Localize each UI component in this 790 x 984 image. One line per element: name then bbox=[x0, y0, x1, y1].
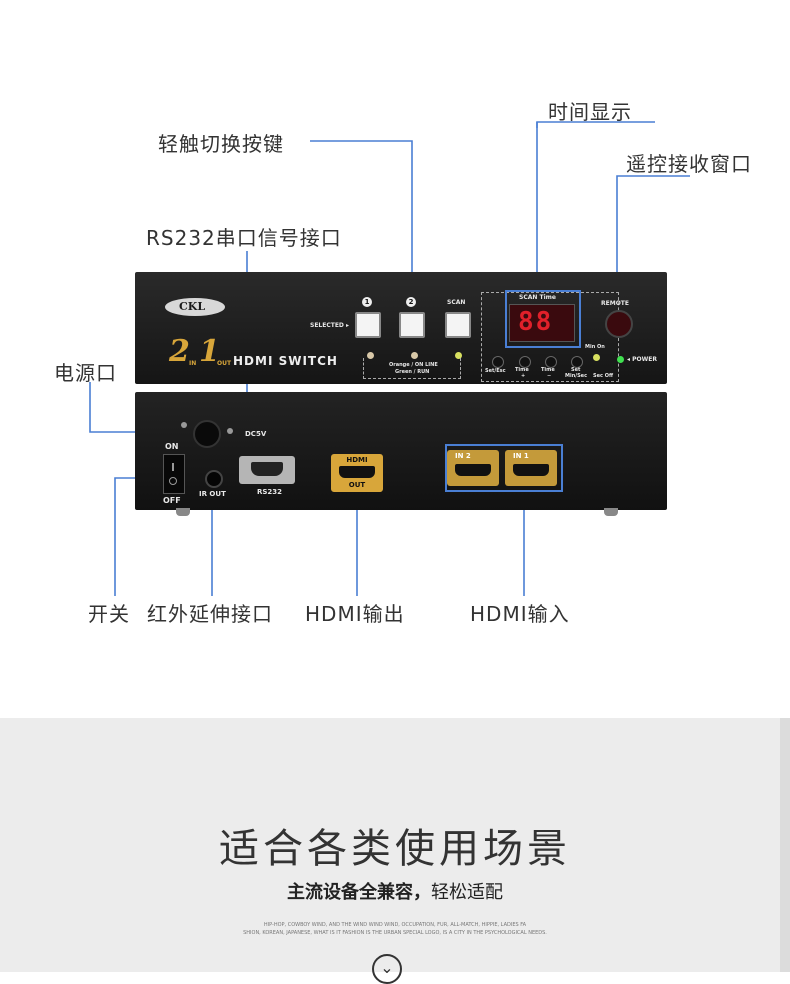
model-number-2: 2 bbox=[169, 334, 190, 369]
input-2-button[interactable] bbox=[399, 312, 425, 338]
callout-line-remote bbox=[616, 175, 690, 292]
set-esc-button[interactable] bbox=[492, 356, 504, 368]
switch-off-mark bbox=[169, 477, 177, 485]
promo-small-line-1: HIP-HOP, COWBOY WIND, AND THE WIND WIND … bbox=[263, 922, 527, 928]
hdmi-in-2-label: IN 2 bbox=[455, 452, 471, 460]
hdmi-out-connector bbox=[339, 466, 375, 478]
hdmi-in-2-connector bbox=[455, 464, 491, 476]
hdmi-out-title: HDMI bbox=[346, 456, 368, 464]
rs232-connector bbox=[251, 462, 283, 476]
time-digits: 88 bbox=[518, 307, 554, 337]
label-switch: 开关 bbox=[88, 602, 130, 626]
min-sec-label: Min/Sec bbox=[565, 373, 588, 379]
scan-label: SCAN bbox=[447, 299, 466, 306]
ir-out-label: IR OUT bbox=[199, 490, 226, 498]
button-1-number: 1 bbox=[362, 297, 372, 307]
set-label: Set bbox=[571, 367, 581, 373]
screw bbox=[227, 428, 233, 434]
hdmi-in-1-port[interactable]: IN 1 bbox=[505, 450, 557, 486]
led-legend-2: Green / RUN bbox=[395, 369, 430, 375]
hdmi-in-2-port[interactable]: IN 2 bbox=[447, 450, 499, 486]
model-number-1: 1 bbox=[199, 334, 220, 369]
time-display: 88 bbox=[509, 304, 575, 342]
time-up-symbol: + bbox=[521, 373, 526, 379]
input-1-button[interactable] bbox=[355, 312, 381, 338]
brand-text: CKL bbox=[179, 300, 206, 313]
promo-subtitle-bold: 主流设备全兼容， bbox=[287, 882, 431, 903]
sec-off-label: Sec Off bbox=[593, 373, 613, 379]
label-touch-button: 轻触切换按键 bbox=[158, 132, 284, 156]
hdmi-out-port[interactable]: HDMI OUT bbox=[331, 454, 383, 492]
led-input-2 bbox=[411, 352, 418, 359]
promo-subtitle: 主流设备全兼容，轻松适配 bbox=[0, 878, 790, 904]
scan-button[interactable] bbox=[445, 312, 471, 338]
label-power-port: 电源口 bbox=[54, 361, 117, 385]
chevron-down-icon[interactable]: ⌄ bbox=[372, 954, 402, 984]
led-legend-box bbox=[363, 358, 461, 379]
time-up-label: Time bbox=[515, 367, 529, 373]
promo-section: 适合各类使用场景 主流设备全兼容，轻松适配 HIP-HOP, COWBOY WI… bbox=[0, 718, 790, 984]
set-esc-label: Set/Esc bbox=[485, 368, 506, 374]
off-label: OFF bbox=[163, 496, 181, 505]
label-time-display: 时间显示 bbox=[548, 100, 632, 124]
hdmi-in-1-connector bbox=[513, 464, 549, 476]
ground-screw bbox=[181, 422, 187, 428]
time-up-button[interactable] bbox=[519, 356, 531, 368]
on-label: ON bbox=[165, 442, 179, 451]
promo-edge-stripe bbox=[780, 718, 790, 972]
switch-on-mark bbox=[172, 463, 174, 471]
device-front-panel: CKL 2 IN 1 OUT HDMI SWITCH SELECTED ▸ 1 … bbox=[135, 272, 667, 384]
power-label: ◂ POWER bbox=[627, 356, 657, 363]
label-hdmi-input: HDMI输入 bbox=[470, 602, 570, 626]
hdmi-out-label: OUT bbox=[348, 481, 366, 489]
led-input-1 bbox=[367, 352, 374, 359]
set-min-sec-button[interactable] bbox=[571, 356, 583, 368]
remote-receiver-window bbox=[605, 310, 633, 338]
label-rs232-port: RS232串口信号接口 bbox=[146, 226, 342, 250]
led-legend-1: Orange / ON LINE bbox=[389, 362, 438, 368]
rs232-label: RS232 bbox=[257, 488, 283, 496]
callout-line-touch bbox=[310, 140, 413, 282]
brand-logo: CKL bbox=[165, 298, 225, 316]
rs232-port[interactable] bbox=[239, 456, 295, 484]
button-2-number: 2 bbox=[406, 297, 416, 307]
hdmi-input-highlight bbox=[445, 444, 563, 492]
model-out-text: OUT bbox=[217, 360, 232, 367]
time-down-symbol: − bbox=[547, 373, 552, 379]
min-sec-led bbox=[593, 354, 600, 361]
min-on-label: Min On bbox=[585, 344, 605, 350]
power-led bbox=[617, 356, 624, 363]
time-down-label: Time bbox=[541, 367, 555, 373]
promo-small-line-2: SHION, KOREAN, JAPANESE, WHAT IS IT FASH… bbox=[243, 930, 547, 936]
device-foot-right bbox=[604, 508, 618, 516]
device-back-panel: DC5V ON OFF IR OUT RS232 HDMI OUT IN 2 I… bbox=[135, 392, 667, 510]
time-display-highlight bbox=[505, 290, 581, 348]
dc-power-jack[interactable] bbox=[193, 420, 221, 448]
label-hdmi-output: HDMI输出 bbox=[305, 602, 405, 626]
hdmi-in-1-label: IN 1 bbox=[513, 452, 529, 460]
label-remote-window: 遥控接收窗口 bbox=[626, 152, 752, 176]
model-in-text: IN bbox=[189, 360, 197, 367]
dc-label: DC5V bbox=[245, 430, 267, 438]
promo-title: 适合各类使用场景 bbox=[219, 826, 571, 872]
scan-time-label: SCAN Time bbox=[519, 294, 556, 301]
device-foot-left bbox=[176, 508, 190, 516]
led-scan bbox=[455, 352, 462, 359]
selected-label: SELECTED ▸ bbox=[310, 322, 350, 329]
remote-label: REMOTE bbox=[601, 300, 629, 307]
label-ir-extension: 红外延伸接口 bbox=[147, 602, 273, 626]
promo-subtitle-rest: 轻松适配 bbox=[431, 882, 503, 903]
ir-out-jack[interactable] bbox=[205, 470, 223, 488]
power-switch[interactable] bbox=[163, 454, 185, 494]
time-down-button[interactable] bbox=[545, 356, 557, 368]
product-name: HDMI SWITCH bbox=[233, 354, 338, 368]
